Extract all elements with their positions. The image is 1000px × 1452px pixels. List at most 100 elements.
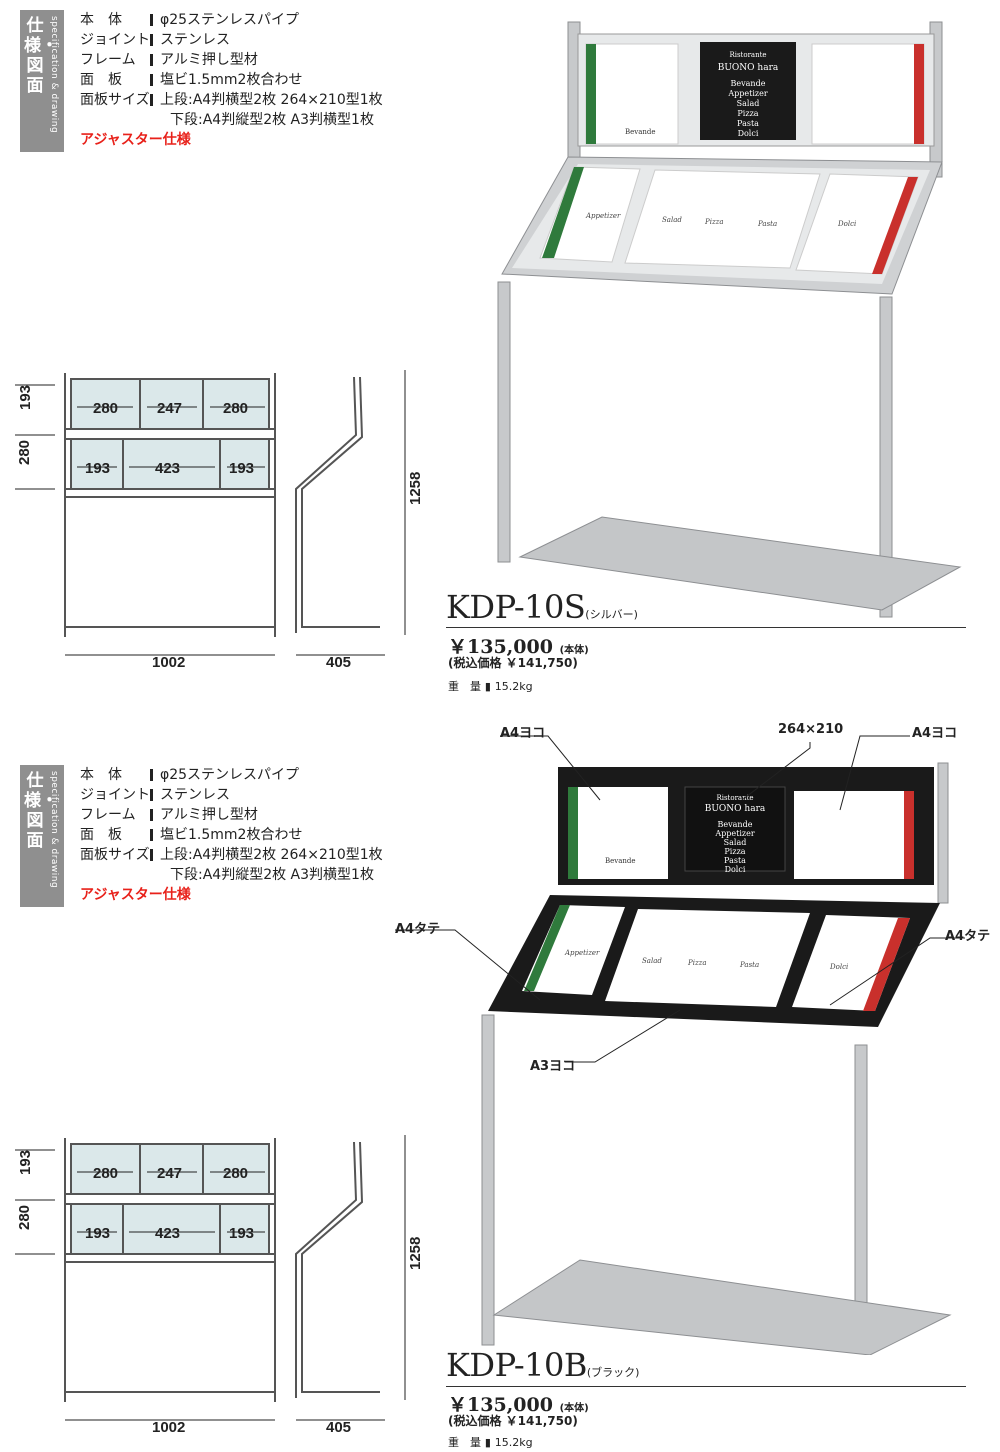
menu-restaurant-small: Ristorante	[716, 794, 753, 802]
spec-key: 面 板	[80, 827, 122, 843]
menu-item: Pasta	[737, 119, 759, 128]
price: ￥135,000 (本体)	[448, 636, 589, 658]
spec-value: アルミ押し型材	[160, 52, 258, 68]
dim-lower-right: 193	[229, 1225, 254, 1242]
menu-item: Salad	[737, 99, 760, 108]
menu-restaurant: BUONO hara	[705, 804, 766, 814]
menu-item: Appetizer	[714, 829, 754, 838]
menu-item: Appetizer	[727, 89, 767, 98]
dim-lower-center: 423	[155, 1225, 180, 1242]
dim-upper-height: 193	[17, 385, 34, 410]
menu-card-label: Salad	[662, 216, 682, 224]
spec-key: 面板サイズ	[80, 847, 150, 863]
menu-item: Bevande	[718, 820, 753, 829]
spec-tab-subtitle: specification & drawing	[49, 771, 59, 889]
product-photo-black: Ristorante BUONO hara Bevande Appetizer …	[481, 762, 952, 1355]
weight: 重 量 ▮ 15.2kg	[448, 680, 533, 693]
spec-key: ジョイント	[80, 32, 150, 48]
spec-list: 本 体 φ25ステンレスパイプ ジョイントステンレス フレーム アルミ押し型材 面 …	[80, 10, 383, 150]
spec-value: 下段:A4判縦型2枚 A3判横型1枚	[170, 867, 374, 883]
dim-lower-center: 423	[155, 460, 180, 477]
model-name: KDP-10S(シルバー)	[446, 588, 638, 626]
spec-key: フレーム	[80, 52, 136, 68]
spec-list: 本 体 φ25ステンレスパイプ ジョイントステンレス フレーム アルミ押し型材 面 …	[80, 765, 383, 905]
callout-264x210: 264×210	[778, 722, 844, 737]
spec-value: φ25ステンレスパイプ	[160, 12, 300, 28]
dim-upper-left: 280	[93, 1165, 118, 1182]
spec-key: フレーム	[80, 807, 136, 823]
bevande-label: Bevande	[625, 128, 656, 136]
menu-card-label: Appetizer	[585, 212, 621, 220]
menu-card-label: Pizza	[704, 218, 724, 226]
dim-lower-left: 193	[85, 1225, 110, 1242]
callout-lines	[395, 735, 965, 1063]
spec-value: ステンレス	[160, 32, 230, 48]
spec-key: ジョイント	[80, 787, 150, 803]
callout-a4yoko-left: A4ヨコ	[500, 726, 546, 741]
dim-upper-right: 280	[223, 1165, 248, 1182]
dim-upper-right: 280	[223, 400, 248, 417]
spec-value: 下段:A4判縦型2枚 A3判横型1枚	[170, 112, 374, 128]
menu-restaurant: BUONO hara	[718, 63, 779, 73]
model-name: KDP-10B(ブラック)	[446, 1346, 640, 1384]
front-view-drawing: 193 280 280 247 280 193 423 193 1002	[15, 373, 276, 671]
spec-tab: 仕様・図面 specification & drawing	[20, 765, 64, 907]
price: ￥135,000 (本体)	[448, 1394, 589, 1416]
model-rule	[446, 1386, 966, 1387]
spec-tab: 仕様・図面 specification & drawing	[20, 10, 64, 152]
callout-a3yoko: A3ヨコ	[530, 1059, 576, 1074]
spec-value: 上段:A4判横型2枚 264×210型1枚	[160, 847, 383, 863]
spec-tab-title: 仕様・図面	[24, 16, 58, 96]
front-view-drawing: 193 280 280 247 280 193 423 193 1002	[15, 1138, 276, 1436]
menu-card-label: Appetizer	[564, 949, 600, 957]
menu-item: Salad	[724, 838, 747, 847]
spec-tab-subtitle: specification & drawing	[49, 16, 59, 134]
spec-value: 塩ビ1.5mm2枚合わせ	[160, 72, 303, 88]
dim-lower-right: 193	[229, 460, 254, 477]
menu-item: Pizza	[724, 847, 745, 856]
menu-card-label: Dolci	[829, 963, 848, 971]
callout-a4yoko-right: A4ヨコ	[912, 726, 958, 741]
adjuster-label: アジャスター仕様	[80, 887, 191, 903]
spec-key: 面 板	[80, 72, 122, 88]
dim-total-height: 1258	[407, 1237, 420, 1270]
spec-value: 塩ビ1.5mm2枚合わせ	[160, 827, 303, 843]
menu-item: Dolci	[738, 129, 759, 138]
menu-card-label: Dolci	[837, 220, 856, 228]
menu-item: Pasta	[724, 856, 746, 865]
menu-card-label: Pizza	[687, 959, 707, 967]
callout-a4tate-right: A4タテ	[945, 929, 991, 944]
spec-key: 面板サイズ	[80, 92, 150, 108]
model-rule	[446, 627, 966, 628]
spec-key: 本 体	[80, 12, 122, 28]
menu-restaurant-small: Ristorante	[729, 51, 766, 59]
menu-item: Bevande	[731, 79, 766, 88]
dim-lower-height: 280	[16, 1205, 33, 1230]
spec-value: φ25ステンレスパイプ	[160, 767, 300, 783]
menu-card-label: Pasta	[757, 220, 777, 228]
dim-width: 1002	[152, 1419, 185, 1436]
adjuster-label: アジャスター仕様	[80, 132, 191, 148]
tax-price: (税込価格 ￥141,750)	[448, 1414, 578, 1428]
dim-lower-height: 280	[16, 440, 33, 465]
spec-value: ステンレス	[160, 787, 230, 803]
dim-total-height: 1258	[407, 472, 420, 505]
product-photo-silver: Ristorante BUONO hara Bevande Appetizer …	[497, 21, 962, 618]
dim-upper-left: 280	[93, 400, 118, 417]
side-view-drawing: 1258 405	[295, 370, 420, 671]
dim-width: 1002	[152, 654, 185, 671]
dim-depth: 405	[326, 654, 351, 671]
dim-depth: 405	[326, 1419, 351, 1436]
side-view-drawing: 1258 405	[295, 1135, 420, 1436]
menu-item: Dolci	[725, 865, 746, 874]
spec-key: 本 体	[80, 767, 122, 783]
spec-value: アルミ押し型材	[160, 807, 258, 823]
bevande-label: Bevande	[605, 857, 636, 865]
dim-upper-height: 193	[17, 1150, 34, 1175]
dim-upper-center: 247	[157, 1165, 182, 1182]
spec-value: 上段:A4判横型2枚 264×210型1枚	[160, 92, 383, 108]
menu-card-label: Pasta	[739, 961, 759, 969]
menu-item: Pizza	[737, 109, 758, 118]
dim-lower-left: 193	[85, 460, 110, 477]
menu-card-label: Salad	[642, 957, 662, 965]
